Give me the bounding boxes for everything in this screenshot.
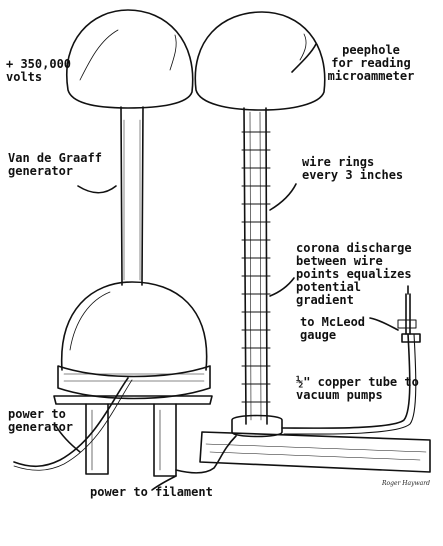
mcleod-label: to McLeod gauge <box>300 315 366 342</box>
mcleod-valve <box>401 333 421 343</box>
generator-column <box>120 106 144 286</box>
right-leg <box>153 403 177 477</box>
leader-power-filament <box>151 475 177 491</box>
copper-tube-label: ½" copper tube to vacuum pumps <box>296 375 419 402</box>
artist-signature: Roger Hayward <box>382 480 430 487</box>
wire-rings <box>241 131 271 403</box>
leader-power-generator <box>55 425 81 453</box>
leader-mcleod <box>369 317 399 331</box>
generator-base-dome <box>60 281 208 371</box>
power-generator-label: power to generator <box>8 407 74 434</box>
accelerator-tube <box>243 107 268 425</box>
generator-label: Van de Graaff generator <box>8 151 102 178</box>
wire-rings-label: wire rings every 3 inches <box>302 155 404 182</box>
corona-label: corona discharge between wire points equ… <box>296 241 412 307</box>
leader-corona <box>269 277 295 297</box>
tube-collar <box>231 414 283 438</box>
left-terminal-dome <box>66 9 194 109</box>
base-plate <box>53 395 213 405</box>
base-band <box>57 365 211 400</box>
power-filament-label: power to filament <box>90 485 213 499</box>
filament-power-cable <box>175 435 237 474</box>
leader-generator <box>77 185 117 194</box>
leader-wire-rings <box>269 183 297 211</box>
right-terminal-dome <box>194 11 326 111</box>
peephole-label: peephole for reading microammeter <box>327 43 415 83</box>
leader-peephole <box>291 43 317 73</box>
voltage-label: + 350,000 volts <box>6 57 72 84</box>
copper-tube <box>281 333 411 429</box>
generator-power-cable <box>13 377 129 468</box>
wooden-bench <box>199 431 431 473</box>
